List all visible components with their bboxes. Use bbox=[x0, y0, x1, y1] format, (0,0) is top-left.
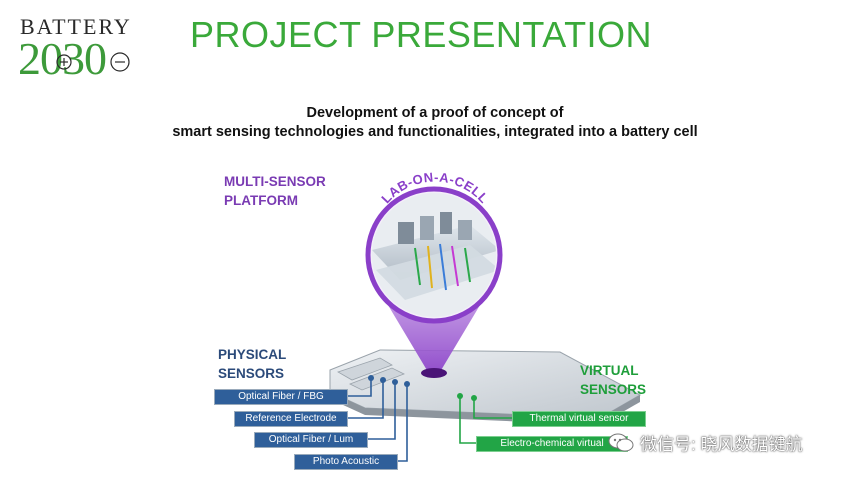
virtual-sensor-tag: Electro-chemical virtual bbox=[476, 436, 628, 452]
physical-sensors-label: PHYSICAL SENSORS bbox=[218, 345, 286, 383]
physical-sensor-leaders bbox=[346, 378, 408, 462]
lab-circle bbox=[365, 186, 503, 324]
physical-sensor-tag: Photo Acoustic bbox=[294, 454, 398, 470]
virtual-sensor-tag: Thermal virtual sensor bbox=[512, 411, 646, 427]
virtual-line-1: VIRTUAL bbox=[580, 363, 639, 378]
multi-sensor-platform-label: MULTI-SENSOR PLATFORM bbox=[224, 172, 326, 210]
virtual-sensor-leaders bbox=[459, 396, 512, 444]
multi-sensor-line-2: PLATFORM bbox=[224, 193, 298, 208]
subtitle-line-1: Development of a proof of concept of bbox=[306, 105, 564, 121]
physical-line-1: PHYSICAL bbox=[218, 347, 287, 362]
logo-plus-symbol bbox=[56, 54, 72, 70]
cone-base bbox=[421, 368, 447, 378]
watermark: 微信号: 晓风数据键航 bbox=[608, 430, 802, 455]
watermark-text: 微信号: 晓风数据键航 bbox=[640, 435, 803, 454]
physical-line-2: SENSORS bbox=[218, 366, 285, 381]
logo-top-text: BATTERY bbox=[20, 14, 132, 39]
page-title: PROJECT PRESENTATION bbox=[190, 14, 653, 55]
physical-sensor-tag: Optical Fiber / FBG bbox=[214, 389, 348, 405]
battery2030-logo: BATTERY 2030 bbox=[18, 14, 158, 94]
virtual-line-2: SENSORS bbox=[580, 382, 647, 397]
virtual-sensor-dots bbox=[457, 393, 477, 401]
subtitle: Development of a proof of concept of sma… bbox=[150, 104, 720, 142]
subtitle-line-2: smart sensing technologies and functiona… bbox=[172, 124, 698, 140]
multi-sensor-line-1: MULTI-SENSOR bbox=[224, 174, 326, 189]
logo-minus-symbol bbox=[110, 52, 130, 72]
virtual-sensors-label: VIRTUAL SENSORS bbox=[580, 361, 646, 399]
physical-sensor-tag: Reference Electrode bbox=[234, 411, 348, 427]
physical-sensor-dots bbox=[368, 375, 410, 387]
logo-number-text: 2030 bbox=[18, 33, 107, 84]
physical-sensor-tag: Optical Fiber / Lum bbox=[254, 432, 368, 448]
chat-bubble-icon bbox=[608, 433, 634, 451]
